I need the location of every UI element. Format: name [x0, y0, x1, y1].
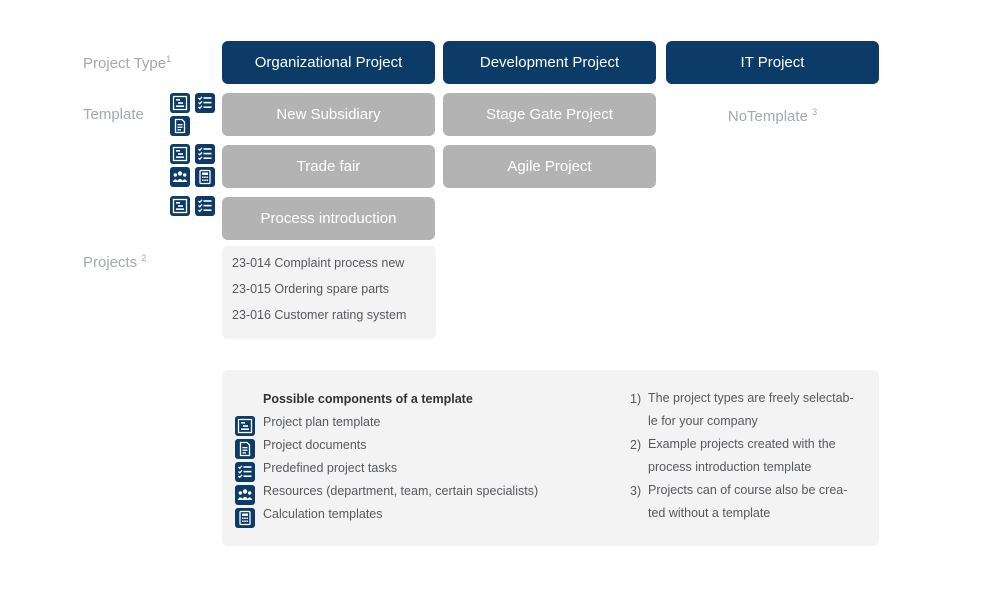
- project-plan-icon: [170, 93, 190, 113]
- project-plan-icon: [235, 416, 255, 436]
- project-item[interactable]: 23-016 Customer rating system: [232, 308, 407, 322]
- note-text: The project types are freely selectab-le…: [648, 391, 854, 428]
- row-label-project-type: Project Type1: [83, 54, 172, 72]
- legend-panel: Possible components of a template Projec…: [222, 370, 879, 546]
- template-process-introduction[interactable]: Process introduction: [222, 197, 435, 240]
- legend-item-label: Calculation templates: [263, 507, 383, 521]
- project-item[interactable]: 23-015 Ordering spare parts: [232, 282, 390, 296]
- task-list-icon: [195, 144, 215, 164]
- template-stage-gate-project[interactable]: Stage Gate Project: [443, 93, 656, 136]
- project-plan-icon: [170, 144, 190, 164]
- legend-item-label: Resources (department, team, certain spe…: [263, 484, 539, 498]
- template-agile-project[interactable]: Agile Project: [443, 145, 656, 188]
- note-number: 3): [630, 484, 642, 498]
- task-list-icon: [235, 462, 255, 482]
- resources-icon: [170, 167, 190, 187]
- note-number: 1): [630, 392, 642, 406]
- document-icon: [235, 439, 255, 459]
- project-type-organizational[interactable]: Organizational Project: [222, 41, 435, 84]
- note-text: Example projects created with the proces…: [648, 437, 836, 474]
- project-plan-icon: [170, 196, 190, 216]
- projects-list: 23-014 Complaint process new 23-015 Orde…: [222, 246, 436, 339]
- template-new-subsidiary[interactable]: New Subsidiary: [222, 93, 435, 136]
- legend-item-label: Predefined project tasks: [263, 461, 398, 475]
- note-text: Projects can of course also be crea-ted …: [648, 483, 848, 520]
- project-item[interactable]: 23-014 Complaint process new: [232, 256, 405, 270]
- legend-title: Possible components of a template: [263, 392, 473, 406]
- calculator-icon: [235, 508, 255, 528]
- legend-item-label: Project documents: [263, 438, 367, 452]
- legend-item-label: Project plan template: [263, 415, 381, 429]
- document-icon: [170, 116, 190, 136]
- resources-icon: [235, 485, 255, 505]
- calculator-icon: [195, 167, 215, 187]
- row-label-template: Template: [83, 106, 144, 123]
- project-type-development[interactable]: Development Project: [443, 41, 656, 84]
- template-trade-fair[interactable]: Trade fair: [222, 145, 435, 188]
- template-none: NoTemplate 3: [727, 107, 818, 125]
- note-number: 2): [630, 438, 642, 452]
- row-label-projects: Projects 2: [83, 253, 147, 271]
- task-list-icon: [195, 93, 215, 113]
- task-list-icon: [195, 196, 215, 216]
- project-type-it[interactable]: IT Project: [666, 41, 879, 84]
